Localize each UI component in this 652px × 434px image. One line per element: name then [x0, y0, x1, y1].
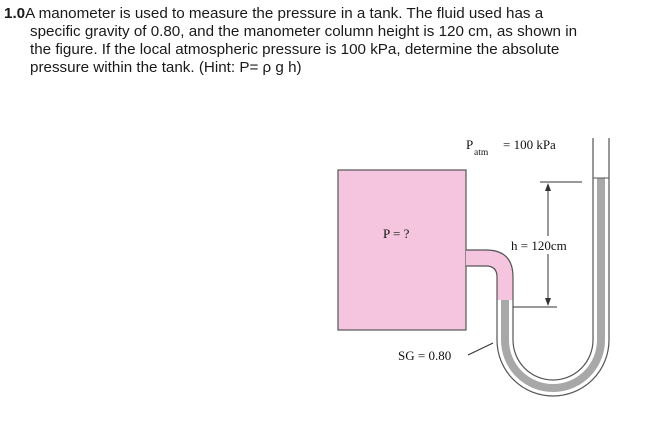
tank: [337, 169, 467, 331]
problem-line-2: specific gravity of 0.80, and the manome…: [30, 23, 578, 40]
height-label: h = 120cm: [511, 238, 567, 253]
problem-line-3: the figure. If the local atmospheric pre…: [30, 41, 560, 58]
patm-label: P: [466, 137, 473, 152]
sg-leader-line: [467, 342, 494, 356]
arrow-down-icon: [545, 298, 551, 306]
problem-line-1: 1.0A manometer is used to measure the pr…: [4, 5, 544, 22]
manometer-fluid: [466, 178, 605, 392]
arrow-up-icon: [545, 183, 551, 191]
specific-gravity-label: SG = 0.80: [398, 348, 451, 363]
tank-pressure-label: P = ?: [383, 226, 410, 241]
problem-line-4: pressure within the tank. (Hint: P= ρ g …: [30, 59, 302, 76]
patm-subscript: atm: [474, 148, 489, 158]
problem-statement: 1.0A manometer is used to measure the pr…: [4, 5, 644, 77]
u-tube-outer-wall: [466, 138, 594, 381]
patm-value: = 100 kPa: [503, 137, 556, 152]
u-tube-inner-wall: [466, 138, 610, 397]
problem-number: 1.0: [4, 5, 26, 22]
connecting-pipe-fluid: [466, 250, 513, 300]
